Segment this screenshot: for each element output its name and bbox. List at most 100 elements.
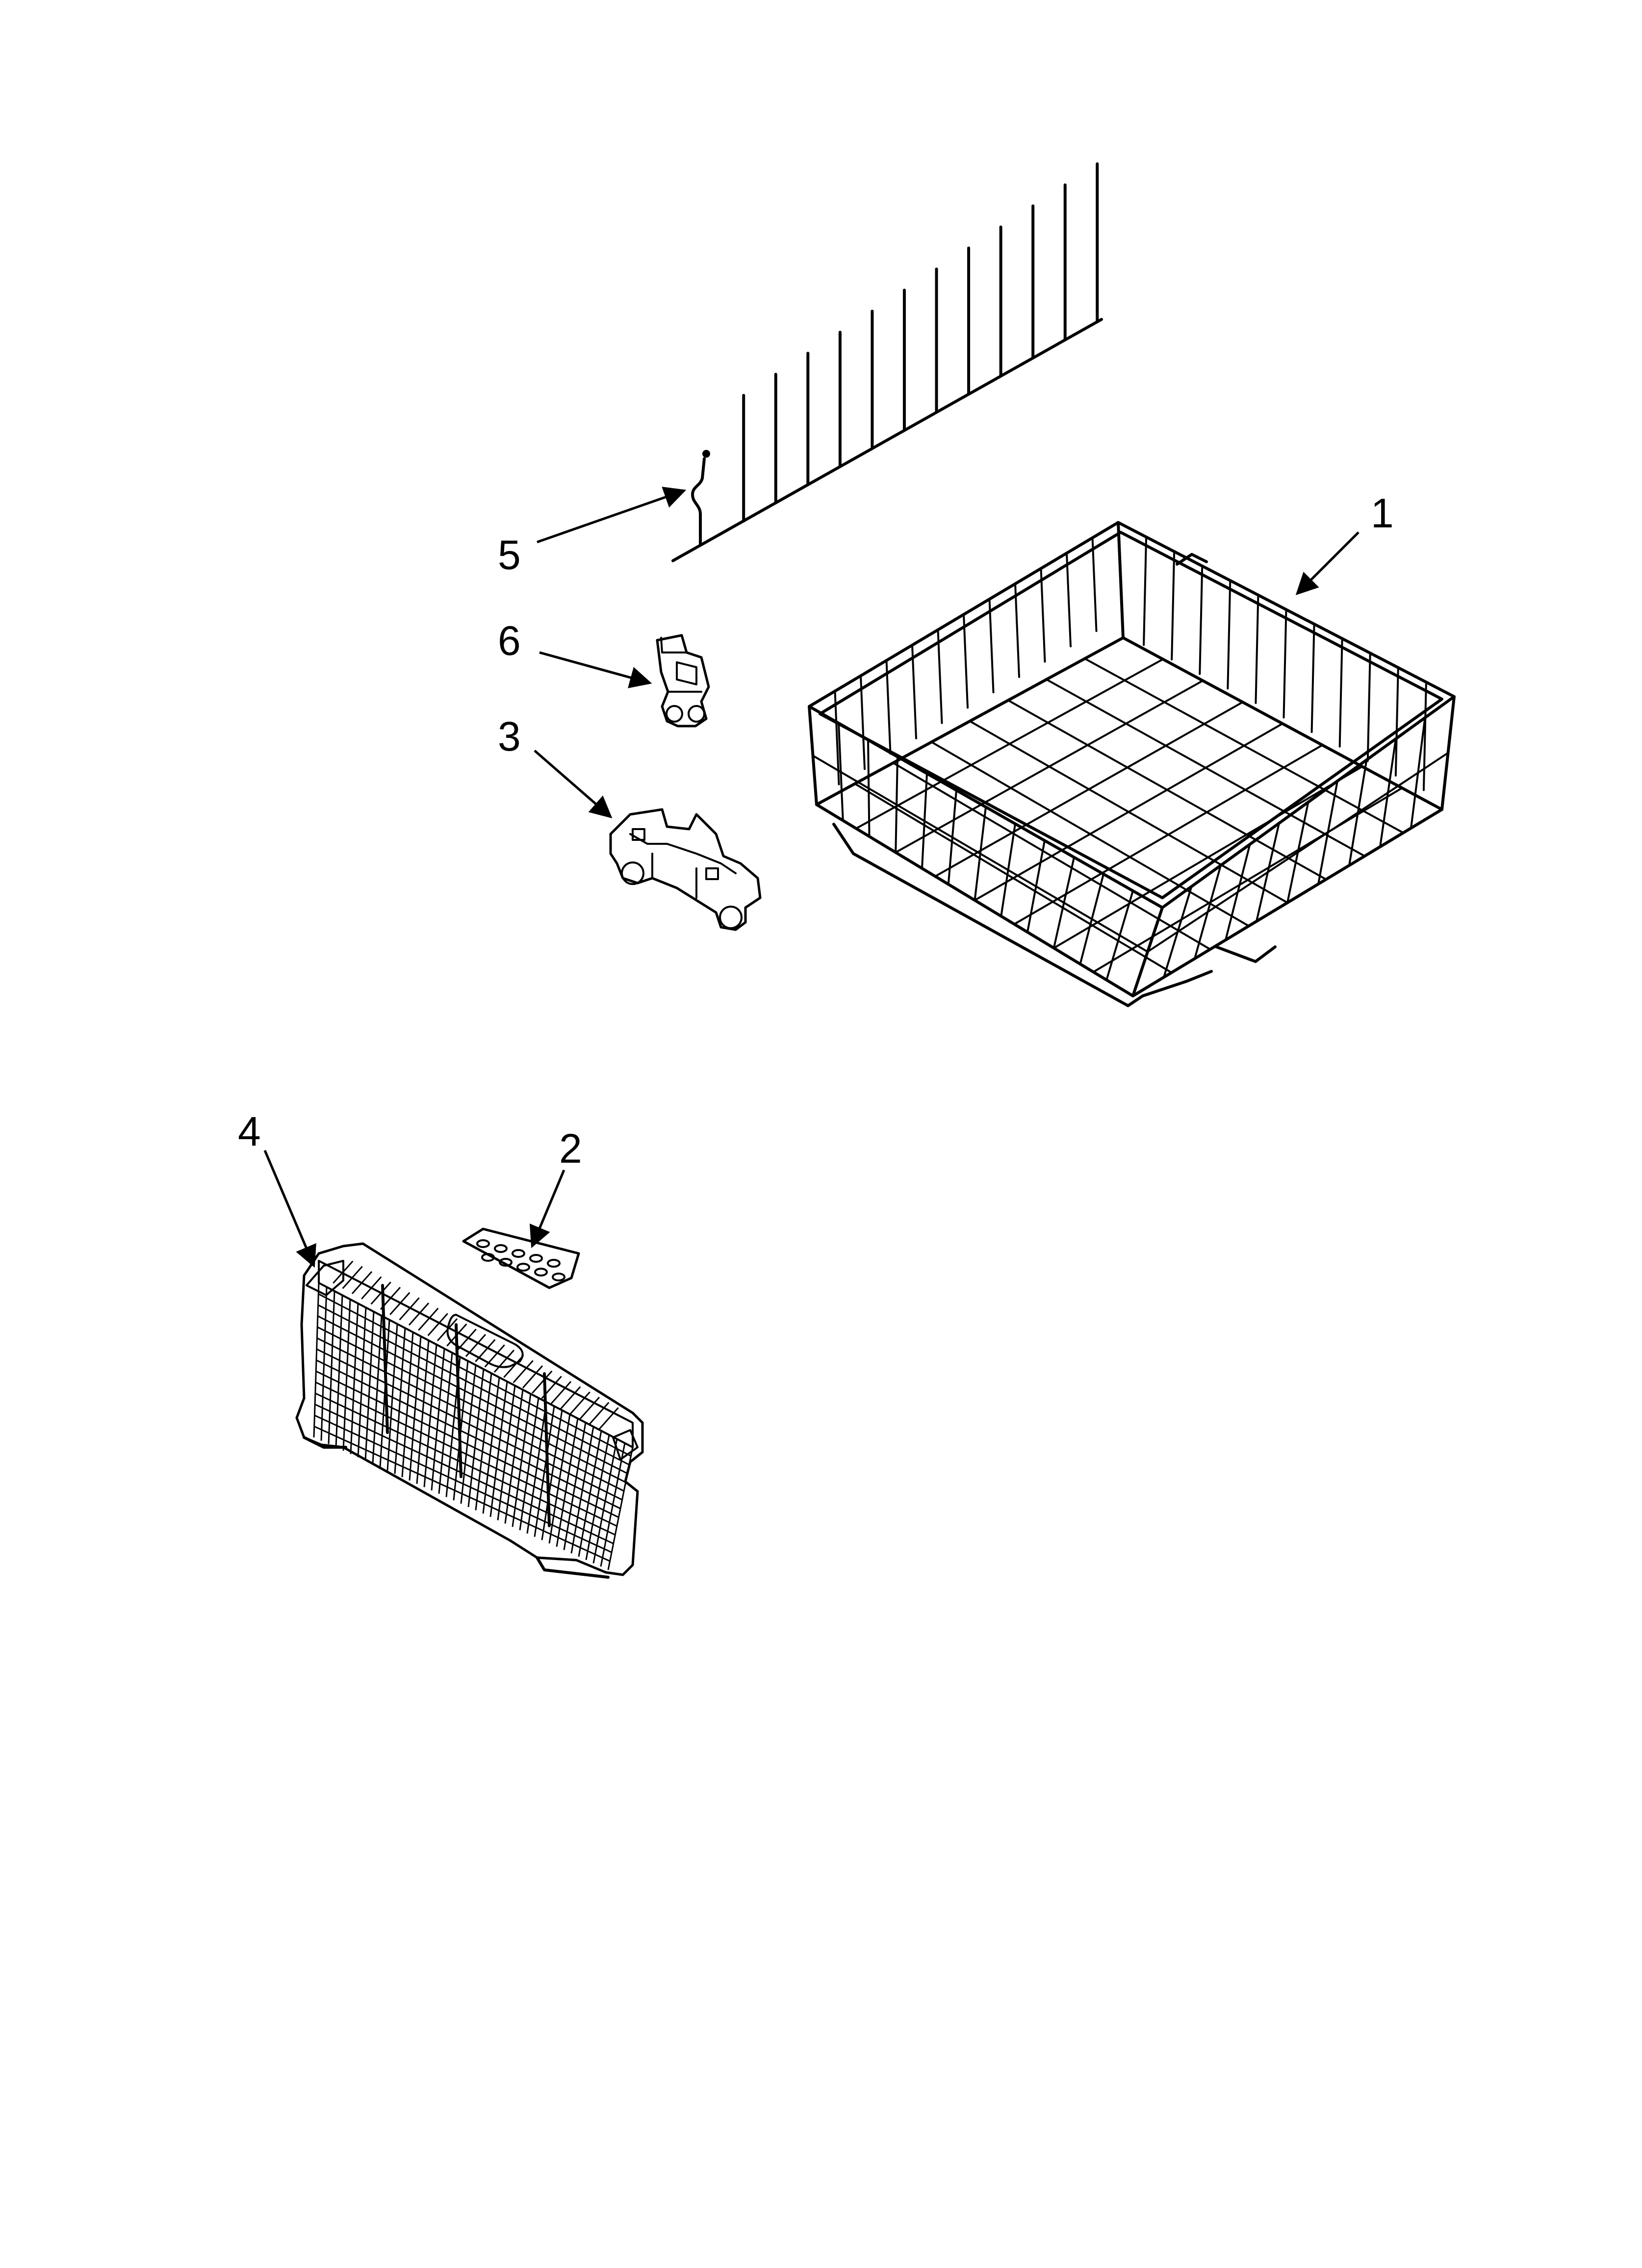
- callout-2: 2: [559, 1125, 582, 1172]
- line-art-stroke: [351, 1271, 373, 1294]
- callout-5: 5: [498, 532, 521, 578]
- silverware-basket-part: [295, 1242, 644, 1579]
- line-art-stroke: [1091, 537, 1098, 632]
- line-art-stroke: [1092, 787, 1403, 973]
- line-art-stroke: [834, 690, 840, 785]
- line-art-stroke: [1255, 594, 1259, 704]
- line-art-stroke: [389, 1292, 410, 1315]
- lower-rack-part: [808, 521, 1456, 1007]
- line-art-stroke: [1199, 565, 1204, 675]
- line-art-stroke: [370, 1281, 391, 1305]
- line-art-stroke: [963, 613, 969, 709]
- cover-hole: [552, 1273, 565, 1281]
- line-art-stroke: [1045, 678, 1366, 857]
- line-art-stroke: [550, 1381, 572, 1404]
- cover-hole: [534, 1268, 548, 1277]
- cover-hole: [547, 1259, 561, 1268]
- leader-3: [534, 750, 613, 818]
- line-art-stroke: [318, 1293, 632, 1457]
- line-art-stroke: [316, 1359, 621, 1510]
- cover-hole: [494, 1244, 508, 1253]
- line-art-stroke: [1040, 567, 1046, 663]
- line-art-stroke: [1066, 552, 1072, 648]
- cover-hole: [529, 1254, 543, 1263]
- line-art-stroke: [560, 1386, 581, 1409]
- cover-hole: [516, 1263, 530, 1272]
- line-art-stroke: [598, 1407, 619, 1431]
- cover-hole: [499, 1258, 513, 1267]
- line-art-stroke: [589, 1402, 610, 1425]
- line-art-stroke: [1143, 536, 1148, 646]
- line-art-stroke: [315, 1370, 619, 1518]
- line-art-stroke: [342, 1266, 363, 1289]
- line-art-stroke: [532, 1370, 553, 1394]
- line-art-stroke: [860, 675, 866, 770]
- cover-hole: [481, 1253, 495, 1262]
- line-art-stroke: [465, 1334, 487, 1357]
- line-art-stroke: [1014, 583, 1020, 678]
- line-art-stroke: [475, 1339, 496, 1362]
- line-art-stroke: [988, 598, 995, 694]
- line-art-stroke: [315, 1392, 616, 1536]
- line-art-stroke: [315, 1382, 617, 1527]
- line-art-stroke: [418, 1307, 439, 1331]
- line-art-stroke: [1007, 699, 1327, 881]
- line-art-stroke: [513, 1360, 534, 1383]
- line-art-stroke: [1366, 652, 1371, 762]
- line-art-stroke: [427, 1313, 448, 1336]
- line-art-stroke: [1394, 666, 1399, 777]
- callout-4: 4: [238, 1108, 261, 1154]
- line-art-stroke: [503, 1355, 524, 1378]
- leader-2: [529, 1170, 565, 1249]
- line-art-stroke: [1422, 681, 1427, 791]
- line-art-stroke: [522, 1365, 543, 1388]
- line-art-stroke: [569, 1391, 590, 1415]
- line-art-stroke: [1052, 765, 1363, 949]
- leader-4: [263, 1150, 316, 1268]
- callout-6: 6: [498, 618, 521, 664]
- leader-6: [539, 651, 652, 688]
- line-art-stroke: [1283, 608, 1287, 719]
- cover-hole: [512, 1249, 525, 1258]
- line-art-stroke: [911, 644, 917, 739]
- line-art-stroke: [314, 1404, 614, 1544]
- leader-arrows: [263, 487, 1360, 1268]
- line-art-stroke: [484, 1344, 505, 1368]
- line-art-stroke: [316, 1337, 624, 1492]
- leader-5: [537, 487, 687, 544]
- line-art-stroke: [361, 1276, 382, 1300]
- rack-clip-part: [656, 634, 710, 728]
- line-art-stroke: [314, 1426, 611, 1562]
- rack-roller-part: [609, 808, 762, 931]
- line-art-stroke: [1083, 657, 1405, 834]
- line-art-stroke: [1013, 744, 1324, 925]
- line-art-stroke: [937, 628, 943, 724]
- tine-row-part: [671, 162, 1103, 562]
- line-art-stroke: [399, 1297, 420, 1321]
- line-art-stroke: [317, 1315, 628, 1474]
- line-art-stroke: [1171, 550, 1176, 661]
- line-art-stroke: [1227, 579, 1232, 690]
- cover-hole: [476, 1239, 490, 1248]
- line-art-stroke: [317, 1304, 630, 1466]
- callout-3: 3: [498, 713, 521, 759]
- line-art-stroke: [408, 1303, 430, 1326]
- line-art-stroke: [316, 1348, 623, 1501]
- line-art-stroke: [436, 1318, 458, 1341]
- leader-1: [1295, 531, 1360, 596]
- line-art-stroke: [974, 723, 1283, 901]
- line-art-stroke: [314, 1414, 612, 1553]
- line-art-stroke: [456, 1329, 477, 1352]
- line-art-stroke: [1147, 752, 1449, 953]
- basket-cover-part: [462, 1227, 580, 1289]
- line-art-stroke: [493, 1350, 515, 1373]
- line-art-stroke: [579, 1397, 600, 1420]
- callout-1: 1: [1371, 490, 1394, 536]
- line-art-stroke: [1338, 637, 1343, 748]
- line-art-stroke: [1310, 623, 1315, 733]
- line-art-stroke: [812, 755, 1149, 953]
- callout-labels: 1 5 6 3 4 2: [238, 490, 1394, 1172]
- line-art-stroke: [885, 659, 892, 755]
- line-art-stroke: [317, 1326, 626, 1483]
